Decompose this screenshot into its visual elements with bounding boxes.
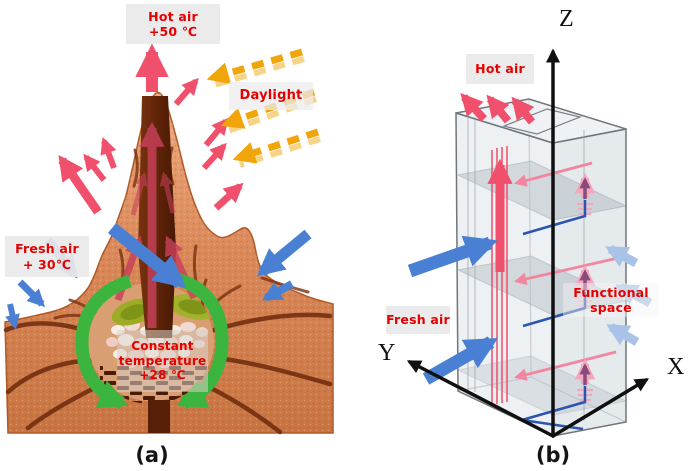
fresh-air-label-a: Fresh air + 30℃	[5, 236, 89, 277]
fresh-air-arrows-b	[407, 235, 499, 385]
hot-air-a-line1: Hot air	[148, 8, 198, 24]
building-left-face	[455, 111, 554, 438]
constant-temp-line2: temperature	[118, 353, 207, 368]
functional-space-line1: Functional	[573, 284, 649, 300]
building-faces	[455, 98, 627, 438]
constant-temp-line1: Constant	[131, 339, 194, 354]
daylight-label: Daylight	[229, 82, 313, 110]
constant-temperature-label: Constant temperature +28 ℃	[117, 330, 208, 392]
constant-temp-line3: +28 ℃	[139, 368, 186, 383]
functional-space-label: Functional space	[563, 283, 659, 317]
x-axis	[551, 378, 649, 438]
y-axis	[406, 360, 555, 438]
x-axis-label: X	[667, 354, 685, 380]
circulation-arrow-left	[75, 274, 133, 410]
roof-hot-air-arrows	[460, 92, 536, 125]
z-axis-label: Z	[559, 6, 574, 32]
functional-space-line2: space	[590, 300, 632, 315]
light-blue-in-arrows	[605, 245, 653, 346]
fresh-air-a-line1: Fresh air	[15, 241, 79, 257]
fresh-air-a-line2: + 30℃	[22, 256, 72, 272]
y-axis-label: Y	[378, 340, 396, 366]
hot-air-a-line2: +50 ℃	[148, 24, 198, 39]
exhaust-arrow-3	[574, 358, 596, 402]
caption-b: (b)	[535, 443, 571, 467]
caption-a: (a)	[135, 443, 169, 467]
chimney-base-shaft	[148, 400, 170, 433]
coordinate-axes	[406, 48, 649, 438]
panel-b-building-model	[406, 48, 653, 438]
hot-air-label-b: Hot air	[466, 54, 534, 84]
hot-air-label-a: Hot air +50 ℃	[126, 4, 220, 44]
fresh-air-label-b: Fresh air	[386, 306, 450, 334]
